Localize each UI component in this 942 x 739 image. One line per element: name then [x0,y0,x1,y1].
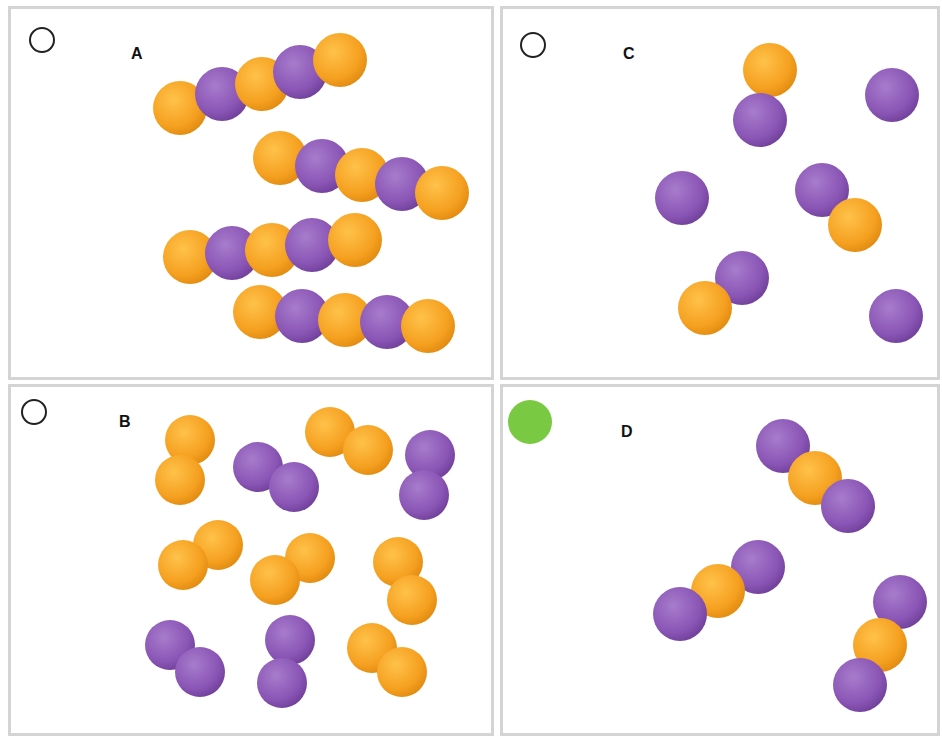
orange-atom [155,455,205,505]
option-letter: A [131,45,143,63]
radio-button [521,33,545,57]
purple-atom [833,658,887,712]
option-letter: B [119,413,131,431]
radio-button-selected [508,400,552,444]
purple-atom [733,93,787,147]
purple-atom [269,462,319,512]
purple-atom [265,615,315,665]
option-letter: D [621,423,633,441]
orange-atom [387,575,437,625]
purple-atom [869,289,923,343]
purple-atom [655,171,709,225]
orange-atom [158,540,208,590]
answer-panel: D [500,384,940,736]
radio-button [22,400,46,424]
purple-atom [257,658,307,708]
answer-panel: A [8,6,494,380]
purple-atom [865,68,919,122]
answer-panel: C [500,6,940,380]
purple-atom [653,587,707,641]
orange-atom [401,299,455,353]
orange-atom [250,555,300,605]
purple-atom [175,647,225,697]
answer-panel: B [8,384,494,736]
atoms [145,33,927,712]
orange-atom [415,166,469,220]
orange-atom [377,647,427,697]
radio-button [30,28,54,52]
purple-atom [821,479,875,533]
orange-atom [743,43,797,97]
orange-atom [828,198,882,252]
purple-atom [399,470,449,520]
option-letter: C [623,45,635,63]
orange-atom [343,425,393,475]
orange-atom [313,33,367,87]
orange-atom [328,213,382,267]
orange-atom [678,281,732,335]
